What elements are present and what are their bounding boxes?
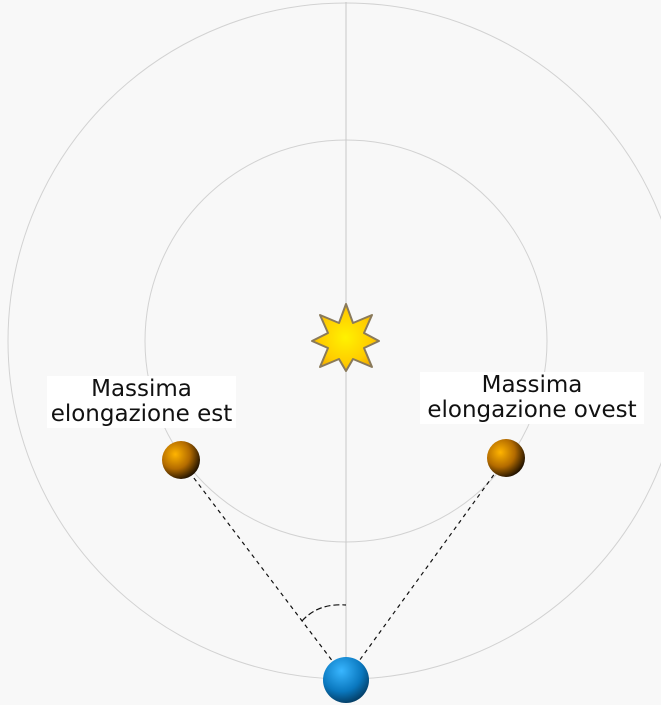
sight-line-west (345, 457, 507, 680)
sun-star-icon (311, 303, 380, 372)
earth (323, 657, 369, 703)
label-west-line-1: Massima (481, 372, 583, 398)
label-greatest-eastern-elongation: Massima elongazione est (47, 376, 236, 428)
elongation-angle-arc (301, 604, 347, 622)
label-east-line-1: Massima (91, 376, 192, 402)
label-greatest-western-elongation: Massima elongazione ovest (420, 372, 644, 424)
planet-east (162, 441, 200, 479)
planet-west (487, 439, 525, 477)
label-west-line-2: elongazione ovest (427, 397, 637, 423)
label-east-line-2: elongazione est (50, 401, 233, 427)
sight-line-east (180, 460, 347, 680)
